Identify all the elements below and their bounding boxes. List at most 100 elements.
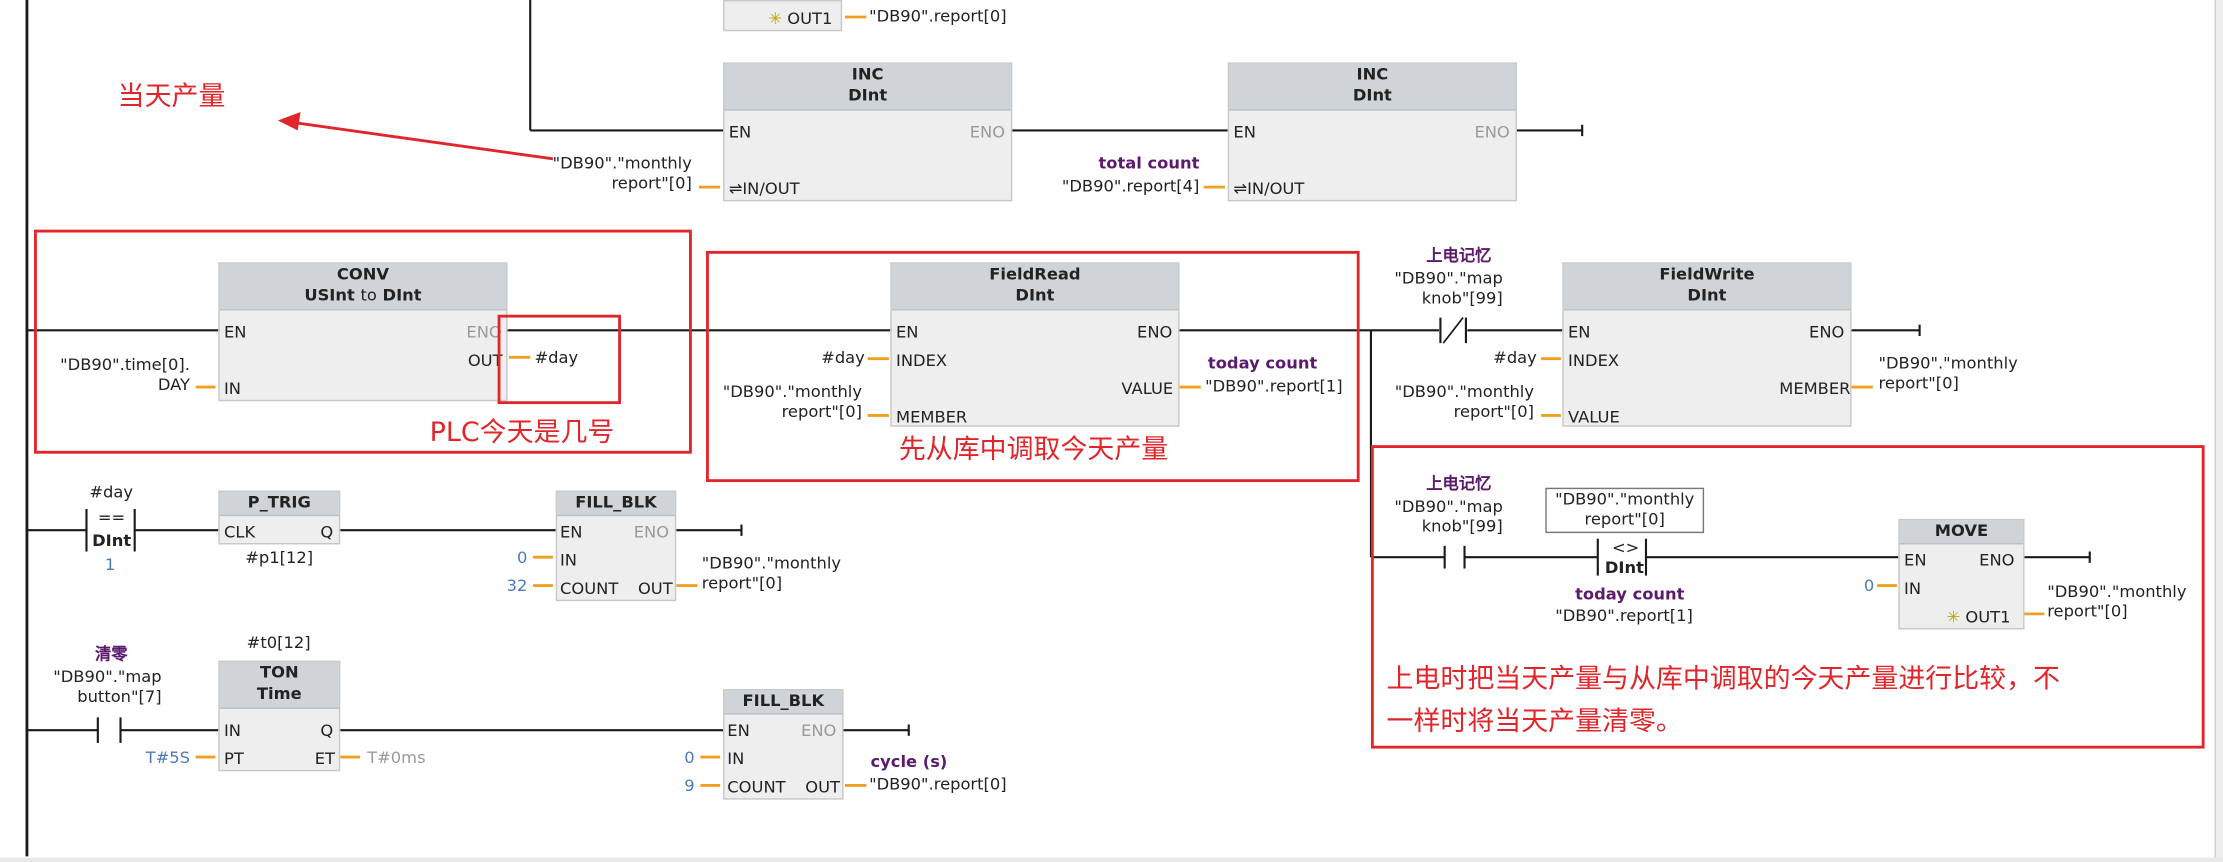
ton-type[interactable]: Time [256,683,302,704]
conv-in-operand[interactable]: "DB90".time[0]. DAY [14,354,190,394]
move-header: MOVE [1899,520,2024,545]
move-out-line2: report"[0] [2047,601,2128,621]
ptrig-header: P_TRIG [219,491,339,517]
fieldread-member-line1: "DB90"."monthly [722,381,862,402]
fieldwrite-name: FieldWrite [1659,263,1755,284]
contact1-line2: knob"[99] [1421,287,1503,308]
inc1-eno-pin: ENO [969,121,1006,142]
conv-in-line2: DAY [157,374,190,395]
fieldread-value-operand[interactable]: "DB90".report[1] [1205,375,1343,396]
fieldwrite-index-operand[interactable]: #day [1493,347,1537,368]
ton-et-value[interactable]: T#0ms [367,747,426,768]
contact2-comment: 上电记忆 [1426,473,1492,494]
inc-block-1[interactable]: INC DInt [723,62,1013,202]
cmp-day-value[interactable]: 1 [104,554,116,575]
ton-block[interactable]: TON Time [218,660,341,772]
fieldwrite-eno-pin: ENO [1809,321,1845,342]
ton-et-pin: ET [314,748,336,769]
fieldread-name: FieldRead [989,263,1081,284]
move-block[interactable]: MOVE [1898,518,2025,630]
inc2-en-pin: EN [1233,121,1256,142]
fieldread-member-operand[interactable]: "DB90"."monthly report"[0] [681,381,862,421]
fillblk2-out-operand[interactable]: "DB90".report[0] [869,774,1007,794]
move-in-pin: IN [1904,578,1922,599]
conv-to-label: to [360,284,377,305]
reset-line1: "DB90"."map [53,666,162,687]
inc2-eno-pin: ENO [1474,121,1510,142]
top-block-fragment[interactable] [723,0,843,32]
fillblk1-out-operand[interactable]: "DB90"."monthly report"[0] [702,553,841,593]
cmp-bottom-operand[interactable]: "DB90".report[1] [1555,605,1693,626]
inc1-operand[interactable]: "DB90"."monthly report"[0] [510,153,692,193]
fieldwrite-header: FieldWrite DInt [1563,263,1851,311]
annotation-compare-line2: 一样时将当天产量清零。 [1386,706,1683,738]
cmp-day-type: DInt [92,530,132,551]
conv-type-from[interactable]: USInt [304,284,355,305]
editor-scroll-edge[interactable] [2214,0,2223,862]
inc2-operand-comment: total count [1098,153,1200,173]
fieldwrite-member-operand[interactable]: "DB90"."monthly report"[0] [1878,353,2017,393]
fillblk1-eno-pin: ENO [633,521,670,542]
fieldread-index-operand[interactable]: #day [821,347,865,368]
reset-contact-comment: 清零 [94,643,128,664]
ton-name: TON [259,662,299,682]
cmp-type: DInt [1604,557,1644,578]
move-out-operand[interactable]: "DB90"."monthly report"[0] [2047,581,2186,621]
fieldwrite-value-operand[interactable]: "DB90"."monthly report"[0] [1354,381,1534,421]
cmp-top-line1: "DB90"."monthly [1555,489,1695,509]
fillblk1-en-pin: EN [560,521,583,542]
top-out1-label: OUT1 [787,8,833,29]
fillblk-block-2[interactable]: FILL_BLK [723,689,844,800]
ptrig-memory-bit[interactable]: #p1[12] [245,547,314,568]
ton-pt-value[interactable]: T#5S [145,747,190,768]
top-out1-pin: ✳ OUT1 [768,8,833,29]
fieldread-en-pin: EN [896,321,919,342]
editor-bottom-edge [0,857,2223,862]
contact1-operand[interactable]: "DB90"."map knob"[99] [1361,268,1503,308]
inc2-operand[interactable]: "DB90".report[4] [1061,175,1200,196]
contact2-operand[interactable]: "DB90"."map knob"[99] [1361,496,1503,536]
move-out1-label: OUT1 [1965,606,2011,627]
inc-block-1-name: INC [851,63,884,84]
fillblk2-in-value[interactable]: 0 [684,747,695,768]
ptrig-block[interactable]: P_TRIG [218,490,341,545]
fillblk2-in-pin: IN [727,748,745,769]
ptrig-clk-pin: CLK [224,521,256,542]
reset-contact-operand[interactable]: "DB90"."map button"[7] [28,666,161,706]
conv-in-pin: IN [224,378,242,399]
ptrig-q-pin: Q [320,521,334,542]
cmp-day-operand[interactable]: #day [89,482,133,502]
cmp-top-operand[interactable]: "DB90"."monthly report"[0] [1545,487,1705,534]
fieldwrite-block[interactable]: FieldWrite DInt [1562,262,1852,427]
ton-instance[interactable]: #t0[12] [246,632,311,653]
fieldwrite-value-line2: report"[0] [1453,401,1534,422]
ton-pt-pin: PT [224,748,244,769]
fillblk1-in-value[interactable]: 0 [517,547,528,568]
fillblk2-count-value[interactable]: 9 [684,775,695,796]
conv-out-operand[interactable]: #day [534,347,579,368]
conv-type-to[interactable]: DInt [382,284,422,305]
conv-block[interactable]: CONV USInt to DInt [218,262,508,402]
inc1-operand-line1: "DB90"."monthly [552,153,692,173]
inc1-operand-line2: report"[0] [611,172,692,193]
contact2-line2: knob"[99] [1421,516,1503,536]
fieldread-block[interactable]: FieldRead DInt [890,262,1180,427]
fillblk-block-1[interactable]: FILL_BLK [555,490,677,602]
fillblk1-count-value[interactable]: 32 [506,575,528,596]
contact2-line1: "DB90"."map [1394,496,1503,517]
move-in-value[interactable]: 0 [1863,575,1875,596]
annotation-box-fieldread [706,250,1360,483]
conv-block-types: USInt to DInt [220,285,506,306]
reset-line2: button"[7] [77,686,162,707]
annotation-box-conv [34,229,692,454]
inc-block-2[interactable]: INC DInt [1227,62,1517,202]
top-out1-tag[interactable]: "DB90".report[0] [869,5,1007,26]
conv-in-line1: "DB90".time[0]. [60,354,190,375]
inc-block-1-header: INC DInt [724,63,1011,111]
fillblk2-out-pin: OUT [805,776,841,797]
conv-block-header: CONV USInt to DInt [219,263,507,311]
cmp-day-operator: == [97,507,126,528]
fieldread-index-pin: INDEX [896,350,948,371]
fillblk1-header: FILL_BLK [557,491,675,517]
fillblk2-en-pin: EN [727,720,750,741]
